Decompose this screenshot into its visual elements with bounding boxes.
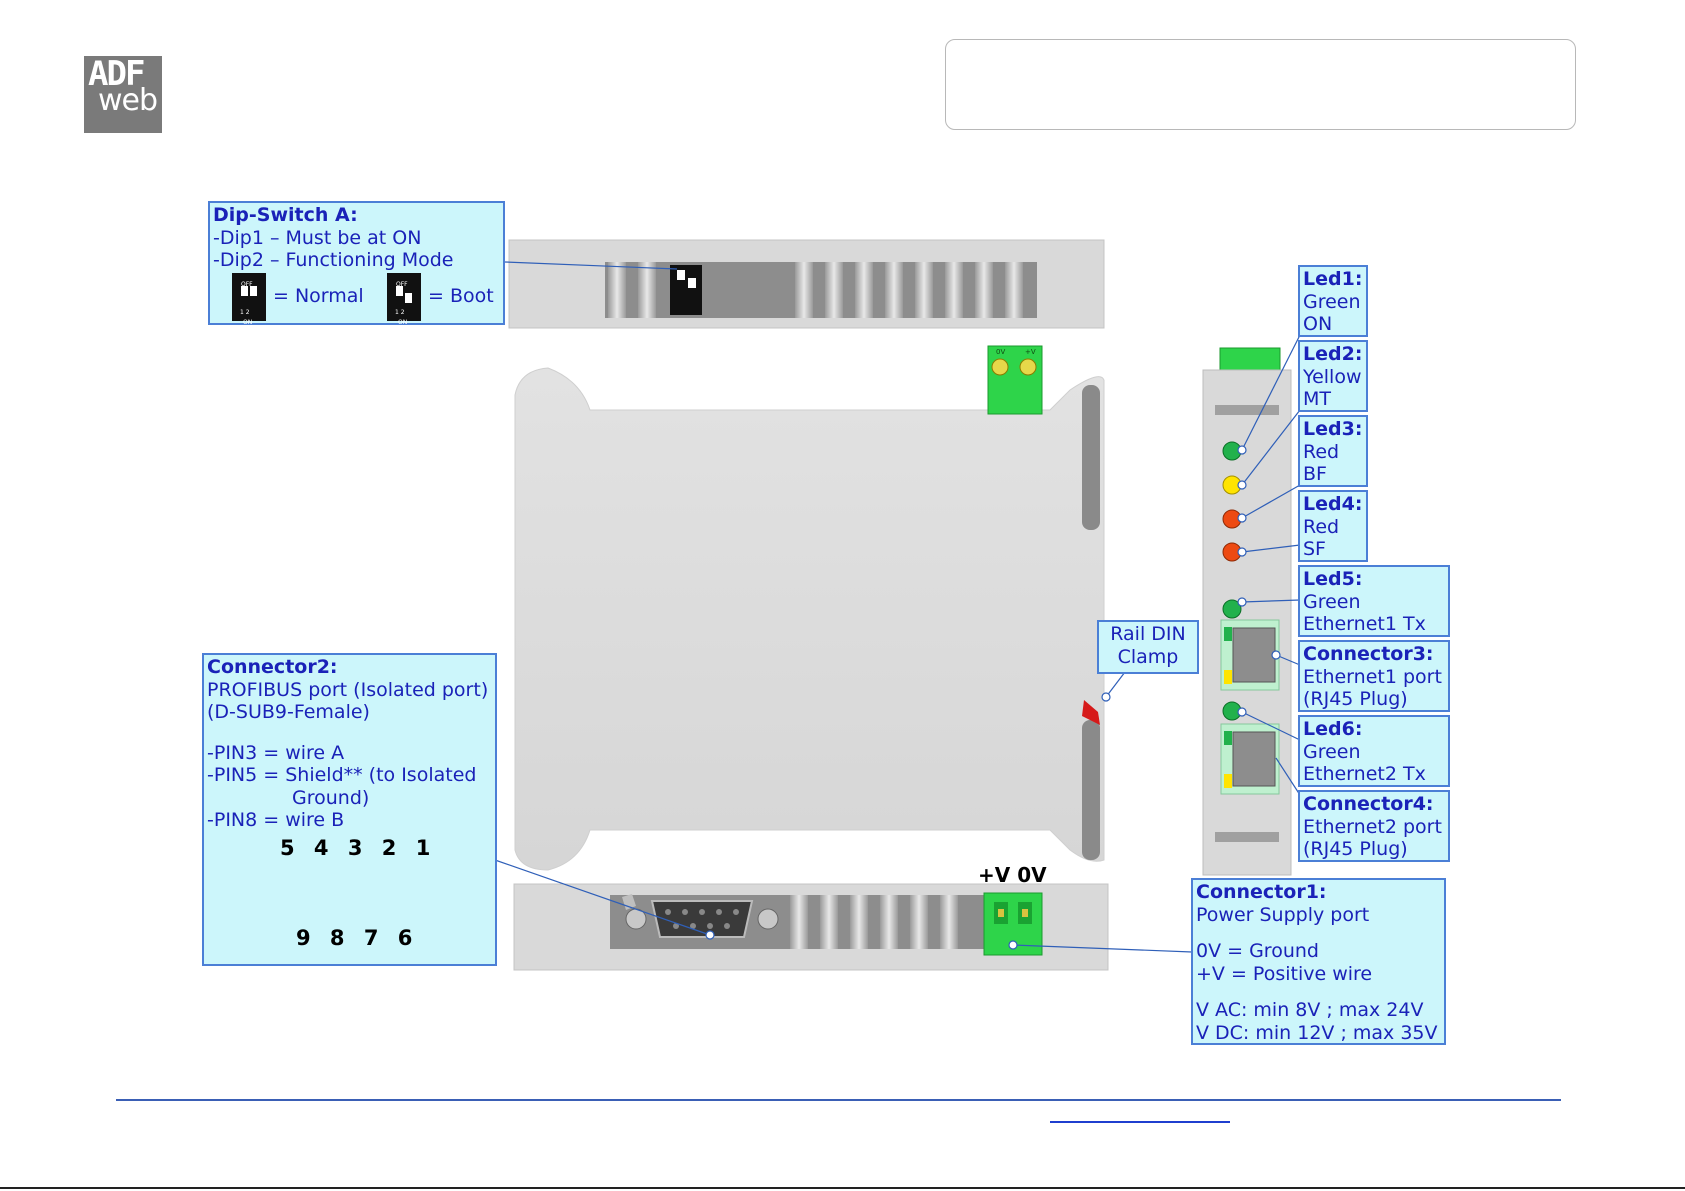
db9-device-screw-right — [757, 908, 779, 930]
page-bottom-border — [0, 1187, 1685, 1189]
led2-title: Led2: — [1303, 343, 1363, 365]
connector1-line2: 0V = Ground — [1196, 940, 1319, 962]
connector1-line5: V DC: min 12V ; max 35V — [1196, 1021, 1438, 1044]
rail-din-line2: Clamp — [1117, 645, 1179, 668]
led4-function: SF — [1303, 538, 1326, 560]
power-terminal-label: +V 0V — [978, 863, 1047, 887]
din-clamp-red — [1082, 700, 1100, 725]
led5-callout: Led5: Green Ethernet1 Tx — [1298, 565, 1450, 637]
top-view-recess — [605, 262, 1037, 318]
top-view-fins — [608, 262, 1023, 318]
connector2-pin5b: Ground) — [292, 786, 370, 809]
connector2-line2: (D-SUB9-Female) — [207, 701, 370, 723]
logo-text-web: web — [98, 83, 158, 118]
din-slot-upper — [1082, 385, 1100, 530]
connector2-pin8: -PIN8 = wire B — [207, 809, 345, 831]
side-terminal — [1219, 347, 1281, 371]
dip-boot-label: = Boot — [428, 285, 494, 307]
main-body-shape — [514, 367, 1105, 871]
led5-color: Green — [1303, 590, 1361, 613]
led1-function: ON — [1303, 313, 1333, 335]
connector4-title: Connector4: — [1303, 793, 1434, 815]
led6-callout: Led6: Green Ethernet2 Tx — [1298, 715, 1450, 787]
bottom-view-fins — [790, 895, 958, 949]
footer-divider — [116, 1099, 1561, 1101]
dip-switch-line2: -Dip2 – Functioning Mode — [213, 249, 454, 271]
dip-boot-off-label: OFF — [396, 281, 408, 288]
led3-callout: Led3: Red BF — [1298, 415, 1368, 487]
db9-device-pins — [665, 909, 739, 929]
led6-title: Led6: — [1303, 718, 1363, 740]
header-title-box — [945, 39, 1576, 130]
connector2-title: Connector2: — [207, 656, 338, 678]
top-terminal-label-right: +V — [1025, 348, 1036, 356]
connector1-line1: Power Supply port — [1196, 903, 1370, 926]
led3-title: Led3: — [1303, 418, 1363, 440]
terminal-screw-right — [1019, 358, 1037, 376]
led4-callout: Led4: Red SF — [1298, 490, 1368, 562]
led3-color: Red — [1303, 440, 1340, 463]
led5-function: Ethernet1 Tx — [1303, 613, 1426, 635]
led1-color: Green — [1303, 290, 1361, 313]
connector3-line1: Ethernet1 port — [1303, 665, 1442, 688]
connector2-callout: Connector2: PROFIBUS port (Isolated port… — [202, 653, 497, 966]
connector2-pin5a: -PIN5 = Shield** (to Isolated — [207, 764, 477, 786]
dip-switch-title: Dip-Switch A: — [213, 204, 358, 226]
dip-normal-on-label: ON — [243, 319, 253, 326]
top-terminal-label-left: 0V — [996, 348, 1005, 356]
main-body: 0V +V — [514, 345, 1105, 871]
leader-end-dots — [705, 445, 1281, 950]
connector1-line4: V AC: min 8V ; max 24V — [1196, 999, 1424, 1021]
leader-lines — [494, 261, 1301, 953]
top-terminal-block — [987, 345, 1043, 415]
connector1-line3: +V = Positive wire — [1196, 962, 1373, 985]
side-view — [1202, 347, 1292, 876]
rail-din-line1: Rail DIN — [1110, 623, 1186, 645]
dip-normal-icon: OFF 1 2 ON — [232, 273, 266, 326]
rj45-ethernet1 — [1220, 619, 1280, 691]
connector3-callout: Connector3: Ethernet1 port (RJ45 Plug) — [1298, 640, 1450, 712]
bottom-view: +V 0V — [513, 863, 1109, 971]
led2-callout: Led2: Yellow MT — [1298, 340, 1368, 412]
led6-color: Green — [1303, 740, 1361, 763]
top-view — [508, 239, 1105, 329]
connector4-line2: (RJ45 Plug) — [1303, 838, 1408, 860]
dip-boot-on-label: ON — [398, 319, 408, 326]
db9-bottom-pin-numbers: 9 8 7 6 — [296, 926, 419, 950]
led6-function: Ethernet2 Tx — [1303, 763, 1426, 785]
dip-normal-nums: 1 2 — [240, 309, 250, 316]
dip-switch-line1: -Dip1 – Must be at ON — [213, 226, 422, 249]
db9-top-pin-numbers: 5 4 3 2 1 — [280, 836, 437, 860]
dip-boot-nums: 1 2 — [395, 309, 405, 316]
led4-title: Led4: — [1303, 493, 1363, 515]
connector1-title: Connector1: — [1196, 881, 1327, 903]
rj45-ethernet2 — [1220, 723, 1280, 795]
led2-function: MT — [1303, 388, 1331, 410]
din-slot-lower — [1082, 720, 1100, 860]
led3-function: BF — [1303, 463, 1327, 485]
dip-boot-icon: OFF 1 2 ON — [387, 273, 421, 326]
led5-title: Led5: — [1303, 568, 1363, 590]
connector2-line1: PROFIBUS port (Isolated port) — [207, 678, 489, 701]
connector1-callout: Connector1: Power Supply port 0V = Groun… — [1191, 878, 1446, 1045]
logo-text-adf: ADF — [88, 54, 145, 94]
dip-normal-off-label: OFF — [241, 281, 253, 288]
dip-switch-callout: Dip-Switch A: -Dip1 – Must be at ON -Dip… — [208, 201, 505, 326]
connector2-pin3: -PIN3 = wire A — [207, 741, 345, 764]
led2-color: Yellow — [1303, 365, 1362, 388]
footer-link-underline[interactable] — [1050, 1121, 1230, 1123]
adfweb-logo: ADF web — [84, 54, 162, 133]
connector4-callout: Connector4: Ethernet2 port (RJ45 Plug) — [1298, 790, 1450, 862]
led1-title: Led1: — [1303, 268, 1363, 290]
dip-switch-a — [670, 265, 702, 315]
led5 — [1222, 599, 1242, 619]
connector3-title: Connector3: — [1303, 643, 1434, 665]
rail-din-callout: Rail DIN Clamp — [1097, 620, 1199, 674]
led1-callout: Led1: Green ON — [1298, 265, 1368, 337]
connector4-line1: Ethernet2 port — [1303, 815, 1442, 838]
led4-color: Red — [1303, 515, 1340, 538]
dip-normal-label: = Normal — [273, 285, 364, 307]
connector3-line2: (RJ45 Plug) — [1303, 688, 1408, 710]
terminal-screw-left — [991, 358, 1009, 376]
